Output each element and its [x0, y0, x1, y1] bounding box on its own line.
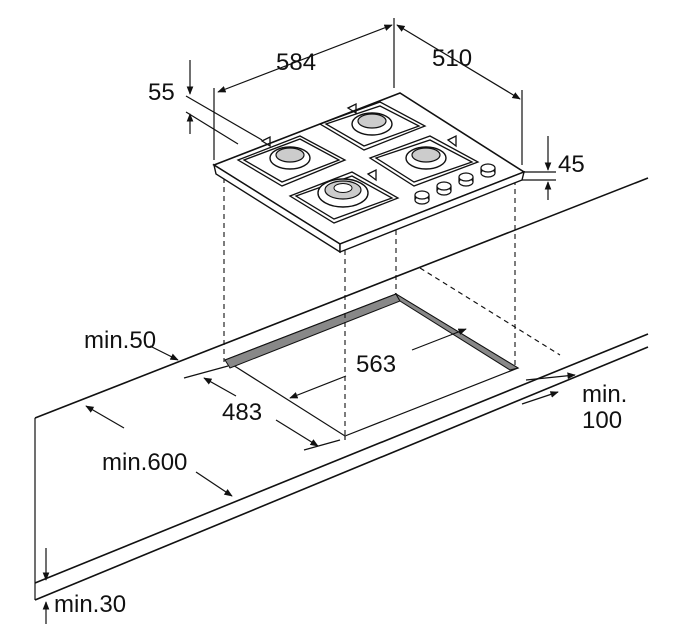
burner-front-left-wok [317, 178, 369, 208]
label-min-600: min.600 [102, 449, 187, 476]
countertop [34, 177, 649, 601]
label-cutout-483: 483 [222, 399, 262, 426]
dimension-labels: 584 510 55 45 563 483 min.50 min.600 min… [54, 45, 627, 618]
label-min-50: min.50 [84, 327, 156, 354]
label-depth-510: 510 [432, 45, 472, 72]
pan-support-front-right [368, 134, 480, 187]
burner-front-right [405, 146, 447, 170]
burner-back-right [351, 112, 393, 136]
pan-support-back-right [318, 101, 427, 151]
pan-support-back-left [236, 135, 347, 187]
control-knobs [414, 163, 496, 205]
projection-lines [223, 178, 561, 436]
label-height-45: 45 [558, 151, 585, 178]
dimension-lines [42, 18, 576, 624]
label-width-584: 584 [276, 49, 316, 76]
burner-back-left [269, 146, 311, 170]
knob-icon [480, 163, 496, 178]
label-glass-55: 55 [148, 79, 175, 106]
label-cutout-563: 563 [356, 351, 396, 378]
label-min-100-line1: min. [582, 381, 627, 408]
gas-hob [212, 92, 526, 254]
knob-icon [436, 181, 452, 196]
knob-icon [458, 172, 474, 187]
label-min-100-line2: 100 [582, 407, 622, 434]
label-min-30: min.30 [54, 591, 126, 618]
knob-icon [414, 190, 430, 205]
